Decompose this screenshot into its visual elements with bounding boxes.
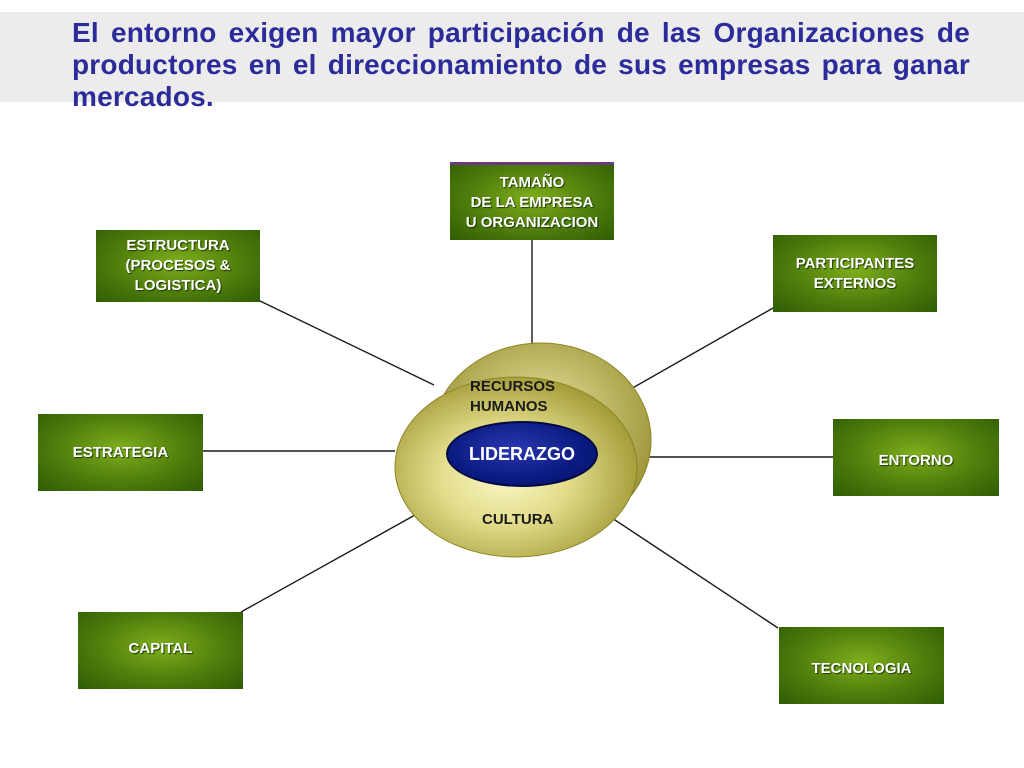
node-entorno-label: ENTORNO <box>878 451 954 469</box>
liderazgo-label: LIDERAZGO <box>469 443 575 464</box>
node-entorno: ENTORNO <box>833 419 999 496</box>
title-band: El entorno exigen mayor participación de… <box>0 12 1024 112</box>
node-tamano-label: TAMAÑO DE LA EMPRESA U ORGANIZACION <box>465 173 599 231</box>
node-tecnologia-label: TECNOLOGIA <box>811 659 912 677</box>
cultura-label: CULTURA <box>482 511 554 528</box>
slide-title: El entorno exigen mayor participación de… <box>72 17 970 112</box>
liderazgo-ellipse: LIDERAZGO <box>446 421 598 487</box>
node-participantes: PARTICIPANTES EXTERNOS <box>773 235 937 312</box>
node-participantes-label: PARTICIPANTES EXTERNOS <box>795 254 915 292</box>
node-estructura-label: ESTRUCTURA (PROCESOS & LOGISTICA) <box>125 237 231 294</box>
node-estrategia-label: ESTRATEGIA <box>72 443 169 461</box>
connector-estructura <box>257 299 435 386</box>
node-estrategia: ESTRATEGIA <box>38 414 203 491</box>
connector-participantes <box>614 307 774 399</box>
node-estructura: ESTRUCTURA (PROCESOS & LOGISTICA) <box>96 230 260 302</box>
recursos-humanos-label: RECURSOS HUMANOS <box>470 378 556 415</box>
node-capital: CAPITAL <box>78 612 243 689</box>
node-tamano: TAMAÑO DE LA EMPRESA U ORGANIZACION <box>450 162 614 240</box>
node-tecnologia: TECNOLOGIA <box>779 627 944 704</box>
node-capital-label: CAPITAL <box>128 639 193 657</box>
connector-tecnologia <box>611 517 779 629</box>
connector-capital <box>240 514 416 613</box>
